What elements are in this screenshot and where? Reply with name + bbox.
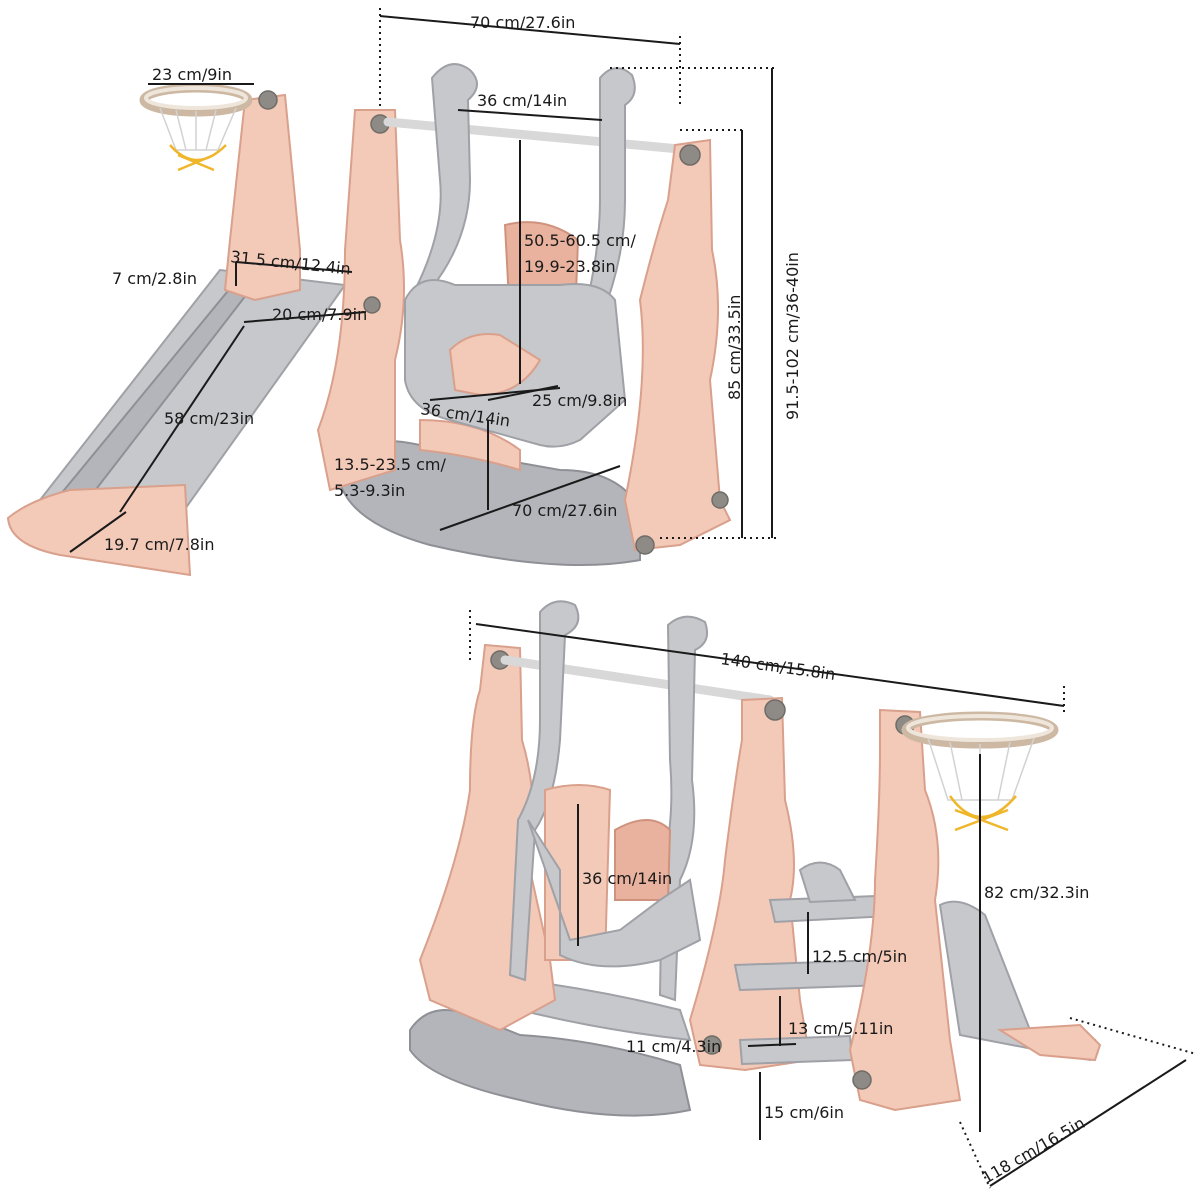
label-total-depth: 118 cm/16.5in xyxy=(979,1113,1089,1187)
bottom-front-bolt xyxy=(764,699,786,721)
top-playset-illustration xyxy=(6,63,732,577)
top-dimension-lines xyxy=(69,8,776,553)
bottom-front-post xyxy=(688,696,812,1072)
label-seat-height-2: 5.3-9.3in xyxy=(334,481,405,500)
label-total-length: 140 cm/15.8in xyxy=(719,649,836,684)
top-hoop-bolt xyxy=(258,90,278,110)
bottom-hoop-post xyxy=(848,708,962,1112)
label-base-width: 70 cm/27.6in xyxy=(512,501,617,520)
top-slide-end xyxy=(6,483,192,577)
bottom-slide-end xyxy=(996,1023,1102,1062)
label-swing-frame-width: 36 cm/14in xyxy=(477,91,567,110)
top-base-rest xyxy=(419,418,521,472)
top-crossbar xyxy=(383,117,695,155)
label-step-spacing-2: 13 cm/5.11in xyxy=(788,1019,893,1038)
label-seat-depth: 25 cm/9.8in xyxy=(532,391,627,410)
label-hoop-diameter: 23 cm/9in xyxy=(152,65,232,84)
top-right-bolt xyxy=(679,144,701,166)
label-step-spacing: 12.5 cm/5in xyxy=(812,947,907,966)
label-slide-end-width: 19.7 cm/7.8in xyxy=(104,535,215,554)
label-rope-length-2: 19.9-23.8in xyxy=(524,257,616,276)
bottom-dimension-lines xyxy=(469,610,1197,1189)
top-right-post xyxy=(623,138,732,552)
bottom-step-3 xyxy=(738,1034,854,1066)
label-step-depth: 11 cm/4.3in xyxy=(626,1037,721,1056)
label-hoop-height: 82 cm/32.3in xyxy=(984,883,1089,902)
label-seat-back-height: 36 cm/14in xyxy=(582,869,672,888)
top-hoop-net xyxy=(159,107,237,151)
top-hoop-post xyxy=(223,93,301,302)
label-rope-length-1: 50.5-60.5 cm/ xyxy=(524,231,636,250)
bottom-seat-shell xyxy=(527,819,702,968)
label-swing-height: 85 cm/33.5in xyxy=(725,295,744,400)
label-slide-width: 20 cm/7.9in xyxy=(272,305,367,324)
label-seat-height-1: 13.5-23.5 cm/ xyxy=(334,455,446,474)
top-swing-arm-right xyxy=(583,67,636,322)
label-slide-side-height: 7 cm/2.8in xyxy=(112,269,197,288)
label-total-height: 91.5-102 cm/36-40in xyxy=(783,252,802,420)
top-left-post xyxy=(316,109,405,492)
top-swing-arm-left xyxy=(413,63,478,291)
label-step-bottom: 15 cm/6in xyxy=(764,1103,844,1122)
label-width-top: 70 cm/27.6in xyxy=(470,13,575,32)
label-slide-run: 58 cm/23in xyxy=(164,409,254,428)
bottom-playset-illustration xyxy=(409,600,1102,1117)
